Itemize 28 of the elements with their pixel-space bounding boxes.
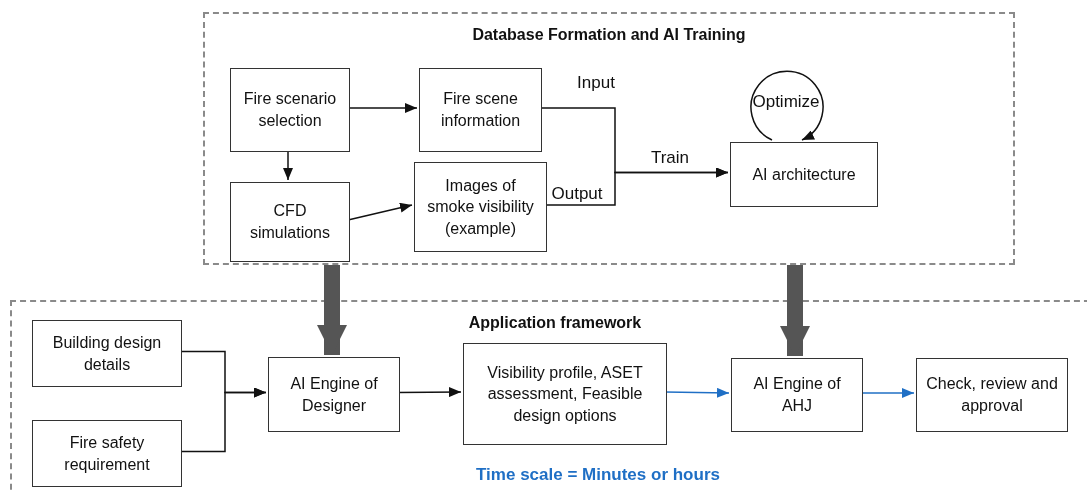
arrow xyxy=(179,387,267,453)
block-arrow xyxy=(317,265,347,355)
process-box: Fire scenario selection xyxy=(230,68,350,152)
group-heading: Database Formation and AI Training xyxy=(472,26,746,43)
arrow xyxy=(544,167,729,206)
arrow xyxy=(347,103,418,113)
group-heading: Application framework xyxy=(468,314,642,331)
block-arrow xyxy=(780,265,810,356)
dashed-group-frame xyxy=(203,12,1015,265)
arrow xyxy=(860,388,915,398)
process-box: AI architecture xyxy=(730,142,878,207)
arrow xyxy=(750,70,824,141)
arrow xyxy=(397,387,462,398)
process-box: Check, review and approval xyxy=(916,358,1068,432)
process-box: Fire scene information xyxy=(419,68,542,152)
process-box: Building design details xyxy=(32,320,182,387)
edge-label: Optimize xyxy=(751,92,821,112)
edge-label: Output xyxy=(550,184,604,204)
arrow xyxy=(347,202,413,221)
arrow xyxy=(664,387,730,398)
process-box: Fire safety requirement xyxy=(32,420,182,487)
process-box: AI Engine of Designer xyxy=(268,357,400,432)
process-box: Images of smoke visibility (example) xyxy=(414,162,547,252)
process-box: CFD simulations xyxy=(230,182,350,262)
arrow xyxy=(283,149,293,181)
process-box: Visibility profile, ASET assessment, Feasible design options xyxy=(463,343,667,445)
edge-label: Input xyxy=(576,73,616,93)
process-box: AI Engine of AHJ xyxy=(731,358,863,432)
